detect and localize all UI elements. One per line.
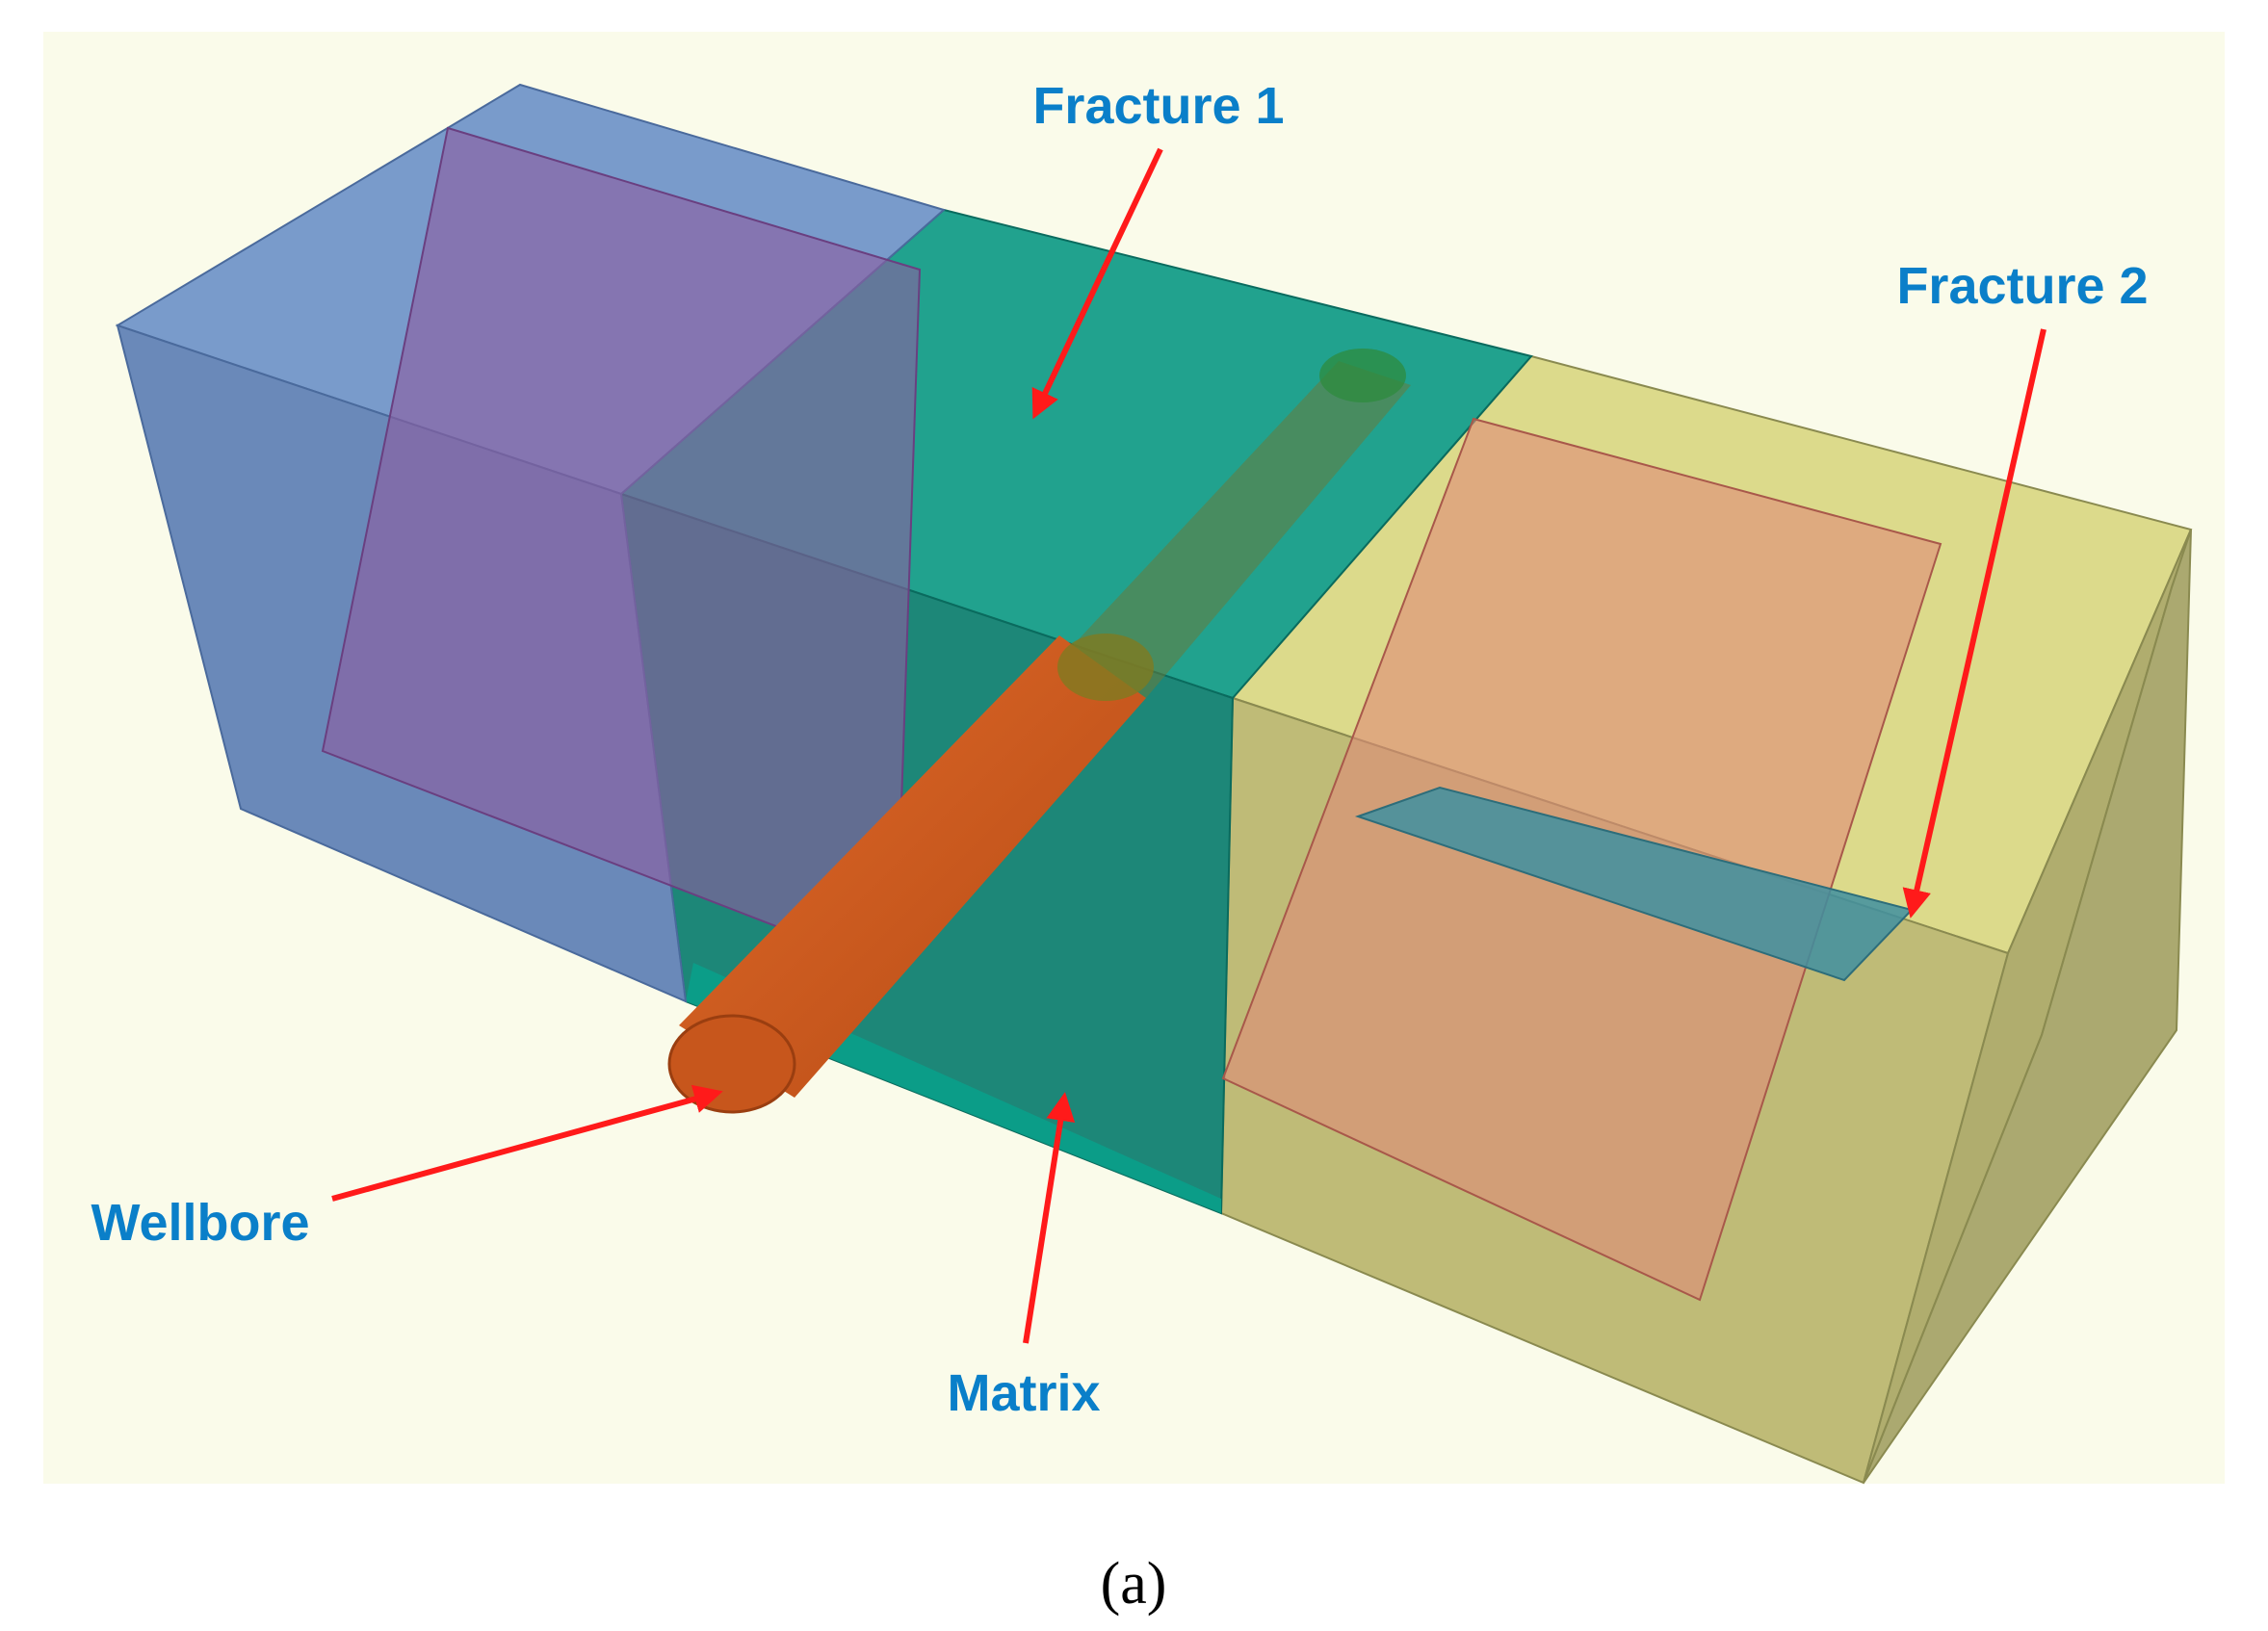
wellbore-cylinder	[667, 349, 1411, 1114]
figure-caption: (a)	[1101, 1551, 1167, 1617]
wellbore-arrow	[331, 1084, 723, 1202]
wellbore-label: Wellbore	[91, 1194, 309, 1252]
wellbore-far-end	[1319, 349, 1406, 402]
fracture-1-arrow	[1031, 147, 1163, 420]
fracture-2-label: Fracture 2	[1896, 257, 2148, 315]
matrix-label: Matrix	[947, 1364, 1100, 1422]
wellbore-far-section	[1064, 361, 1411, 698]
fracture-1-label: Fracture 1	[1032, 77, 1284, 135]
wellbore-near-end	[667, 1014, 796, 1114]
wellbore-near-section	[679, 635, 1146, 1098]
wellbore-mid-end	[1057, 634, 1154, 701]
right-block-edge-face	[1863, 529, 2192, 1484]
fracture-2-arrow	[1902, 328, 2046, 919]
matrix-arrow	[1023, 1092, 1076, 1344]
